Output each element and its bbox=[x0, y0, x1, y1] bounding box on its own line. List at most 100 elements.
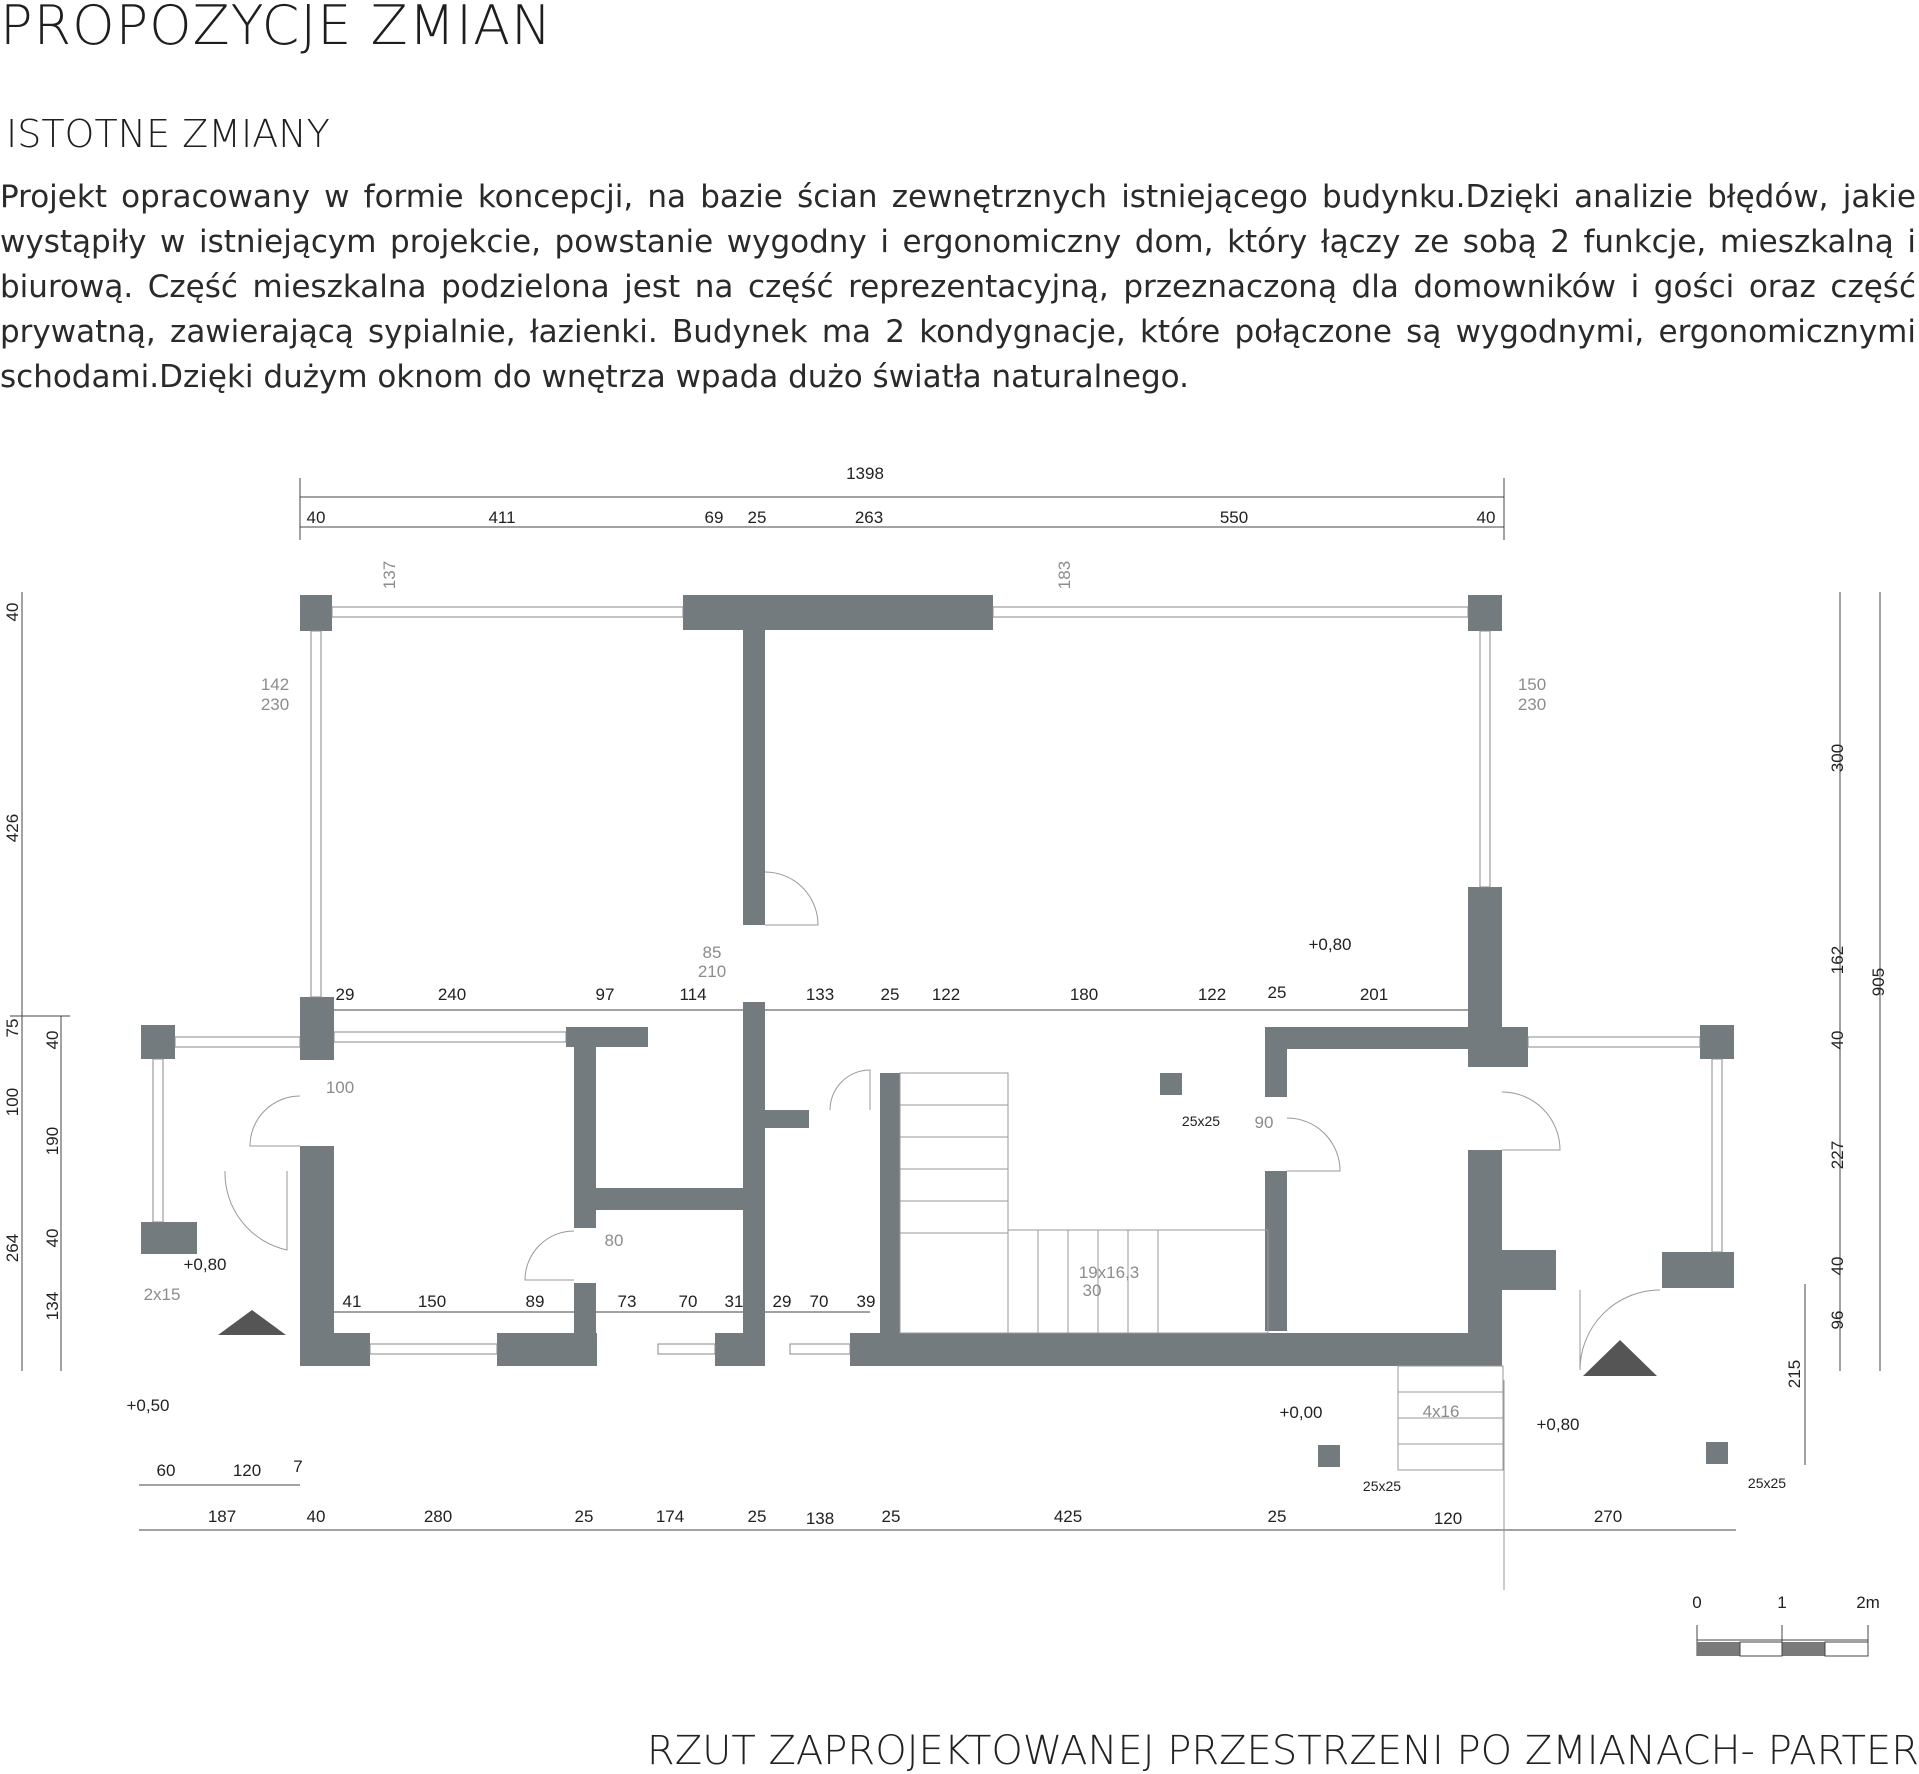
wall-south-b bbox=[715, 1333, 765, 1366]
dim-right: 96 bbox=[1828, 1311, 1847, 1330]
dim-inner: 122 bbox=[932, 985, 960, 1004]
door-arc-east-entry bbox=[1579, 1289, 1661, 1371]
stairs-label: 2x15 bbox=[144, 1285, 181, 1304]
dim-inner: 25 bbox=[1268, 983, 1287, 1002]
dim-left: 40 bbox=[43, 1031, 62, 1050]
dim-left: 75 bbox=[3, 1019, 22, 1038]
level-mark: +0,00 bbox=[1279, 1403, 1322, 1422]
stairs bbox=[899, 1072, 1504, 1471]
wall-south-west bbox=[300, 1333, 370, 1366]
dim-inner: 133 bbox=[806, 985, 834, 1004]
wall-central-vertical bbox=[743, 1002, 765, 1366]
sliding-door bbox=[333, 1031, 567, 1043]
dim-lower: 89 bbox=[526, 1292, 545, 1311]
stairs-label: 4x16 bbox=[1423, 1402, 1460, 1421]
window-label-right: 150 bbox=[1518, 675, 1546, 694]
wall-corner-ne bbox=[1468, 595, 1502, 631]
section-subtitle: ISTOTNE ZMIANY bbox=[6, 112, 330, 156]
scale-label: 2m bbox=[1856, 1593, 1880, 1612]
dim-bottom-1: 60 bbox=[157, 1461, 176, 1480]
wall-bath-lower bbox=[1265, 1171, 1287, 1331]
door-arc-east bbox=[1501, 1091, 1561, 1151]
dim-bottom-1: 120 bbox=[233, 1461, 261, 1480]
entrance-marker-east bbox=[1583, 1340, 1657, 1376]
door-label: 80 bbox=[605, 1231, 624, 1250]
wall-south-a bbox=[497, 1333, 597, 1366]
window-label-right: 230 bbox=[1518, 695, 1546, 714]
dim-left: 190 bbox=[43, 1127, 62, 1155]
dim-lower: 70 bbox=[810, 1292, 829, 1311]
dimension-lines bbox=[10, 478, 1881, 1590]
level-mark: +0,80 bbox=[183, 1255, 226, 1274]
dim-inner: 180 bbox=[1070, 985, 1098, 1004]
dim-top: 69 bbox=[705, 508, 724, 527]
dim-inner: 25 bbox=[881, 985, 900, 1004]
dim-lower: 39 bbox=[857, 1292, 876, 1311]
stairs-label: 19x16,3 bbox=[1079, 1263, 1140, 1282]
plan-caption: RZUT ZAPROJEKTOWANEJ PRZESTRZENI PO ZMIA… bbox=[646, 1728, 1919, 1774]
dim-bottom-2: 280 bbox=[424, 1507, 452, 1526]
dim-lower: 31 bbox=[725, 1292, 744, 1311]
dim-bottom-2: 25 bbox=[748, 1507, 767, 1526]
entrance-marker-west bbox=[218, 1310, 286, 1335]
wall-junction-east bbox=[1468, 1027, 1528, 1067]
description-paragraph: Projekt opracowany w formie koncepcji, n… bbox=[0, 179, 1916, 395]
window-annex-west bbox=[174, 1036, 301, 1048]
dim-overall-width: 1398 bbox=[846, 464, 884, 483]
dim-bottom-2: 25 bbox=[575, 1507, 594, 1526]
dim-inner: 122 bbox=[1198, 985, 1226, 1004]
window-north-east bbox=[992, 606, 1469, 618]
wall-north-center bbox=[683, 595, 993, 630]
wall-east-lower bbox=[1468, 1150, 1502, 1366]
dim-top: 550 bbox=[1220, 508, 1248, 527]
wall-stair-west bbox=[880, 1073, 900, 1333]
door-arc-stair bbox=[829, 1069, 871, 1111]
dim-bottom-2: 25 bbox=[882, 1507, 901, 1526]
dim-top: 263 bbox=[855, 508, 883, 527]
walls bbox=[141, 595, 1734, 1467]
wall-corner-sw-annex bbox=[141, 1025, 175, 1059]
scale-bar: 0 1 2m bbox=[1692, 1593, 1880, 1657]
level-mark: +0,80 bbox=[1308, 935, 1351, 954]
wall-east-stub bbox=[1500, 1250, 1556, 1290]
level-mark: +0,50 bbox=[126, 1396, 169, 1415]
window-label-top: 137 bbox=[380, 561, 399, 589]
dimension-labels: 1398 40 411 69 25 263 550 40 142 230 150… bbox=[3, 464, 1888, 1528]
wall-corner-nw bbox=[300, 595, 332, 631]
scale-label: 0 bbox=[1692, 1593, 1701, 1612]
dim-inner: 97 bbox=[596, 985, 615, 1004]
dim-top: 411 bbox=[488, 508, 515, 527]
door-label: 100 bbox=[326, 1078, 354, 1097]
dim-bottom-2: 40 bbox=[307, 1507, 326, 1526]
dim-left: 134 bbox=[43, 1292, 62, 1320]
dim-top: 25 bbox=[748, 508, 767, 527]
dim-right: 300 bbox=[1828, 744, 1847, 772]
door-arc-office bbox=[764, 871, 819, 926]
door-arc-bath bbox=[1286, 1117, 1341, 1172]
window-south-2 bbox=[657, 1343, 716, 1355]
dim-left: 40 bbox=[43, 1229, 62, 1248]
dim-right: 40 bbox=[1828, 1257, 1847, 1276]
wall-south-c bbox=[850, 1333, 1502, 1366]
door-label: 210 bbox=[698, 962, 726, 981]
door-arc-hall bbox=[224, 1170, 288, 1251]
window-annex-east-side bbox=[1711, 1058, 1723, 1253]
dim-top: 40 bbox=[1477, 508, 1496, 527]
dim-right: 227 bbox=[1828, 1141, 1847, 1169]
column-25x25-porch-a bbox=[1318, 1445, 1340, 1467]
dim-inner: 29 bbox=[336, 985, 355, 1004]
scale-label: 1 bbox=[1777, 1593, 1786, 1612]
column-label: 25x25 bbox=[1363, 1478, 1401, 1494]
dim-bottom-2: 138 bbox=[806, 1509, 834, 1528]
dim-inner: 201 bbox=[1360, 985, 1388, 1004]
wall-corner-se-annex bbox=[1700, 1025, 1734, 1059]
window-south-3 bbox=[789, 1343, 851, 1355]
dim-lower: 70 bbox=[679, 1292, 698, 1311]
wall-inner-vertical bbox=[574, 1027, 596, 1228]
column-label: 25x25 bbox=[1748, 1475, 1786, 1491]
dim-left: 100 bbox=[3, 1088, 22, 1116]
dim-bottom-2: 187 bbox=[208, 1507, 236, 1526]
page-title: PROPOZYCJE ZMIAN bbox=[0, 0, 553, 57]
window-east bbox=[1479, 630, 1491, 888]
